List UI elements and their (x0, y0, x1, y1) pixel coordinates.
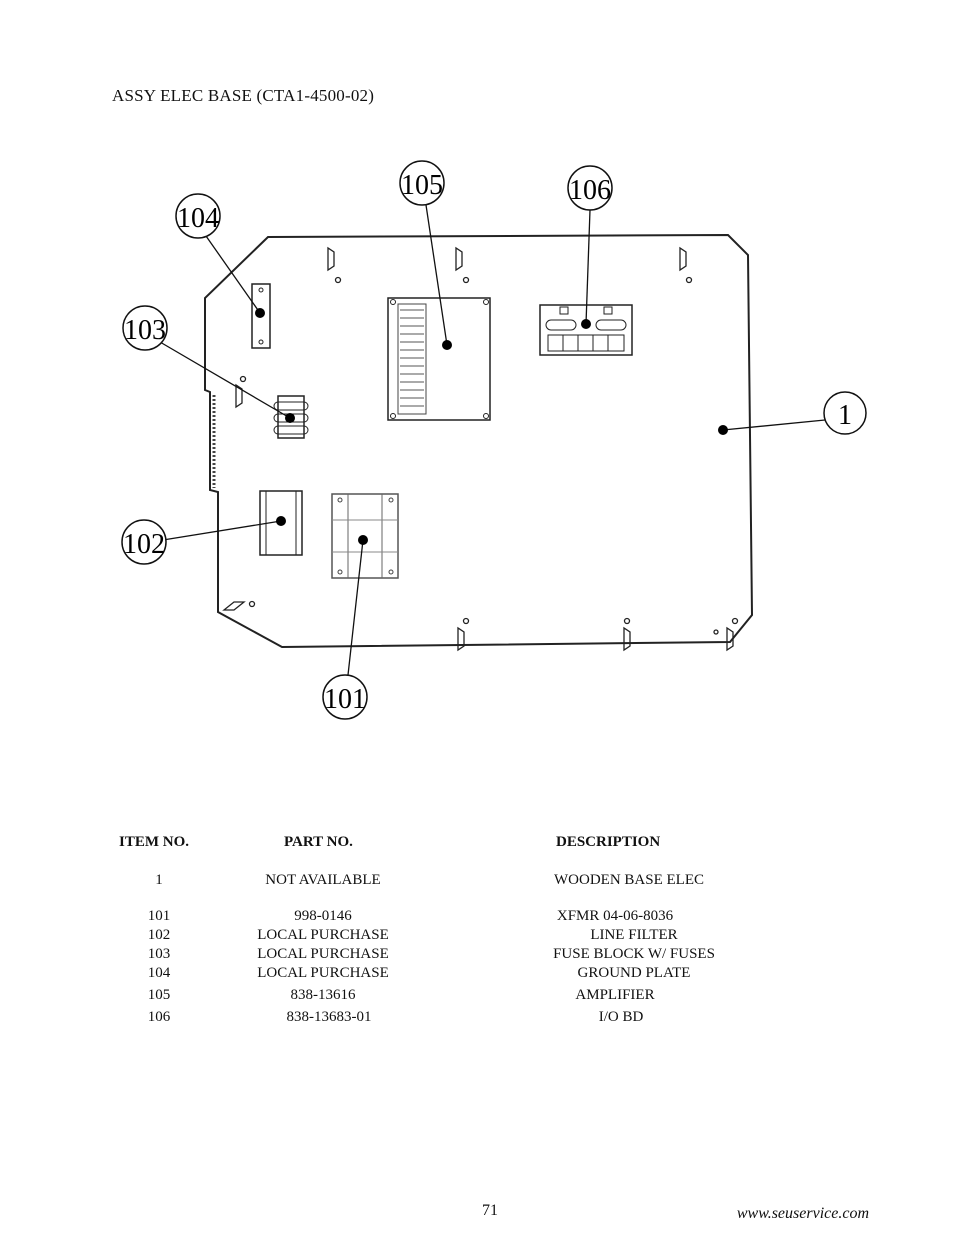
callout-dots (255, 308, 728, 545)
row-description: AMPLIFIER (575, 987, 655, 1003)
svg-text:101: 101 (324, 684, 366, 715)
row-description: LINE FILTER (590, 927, 678, 943)
row-description: FUSE BLOCK W/ FUSES (553, 946, 715, 962)
footer-website: www.seuservice.com (736, 1205, 869, 1222)
base-board-outline (204, 233, 754, 649)
header-item-no: ITEM NO. (119, 834, 190, 850)
row-part: LOCAL PURCHASE (257, 946, 389, 962)
callout-106: 106 (567, 165, 613, 211)
row-item: 1 (155, 872, 163, 888)
callout-leaders (159, 204, 826, 676)
row-part: NOT AVAILABLE (265, 872, 381, 888)
row-item: 103 (147, 946, 171, 962)
header-description: DESCRIPTION (556, 834, 661, 850)
callout-104: 104 (175, 193, 221, 239)
row-item: 102 (147, 927, 171, 943)
row-description: GROUND PLATE (577, 965, 691, 981)
row-part: LOCAL PURCHASE (257, 927, 389, 943)
row-part: 998-0146 (294, 908, 352, 924)
callout-1: 1 (823, 391, 867, 435)
row-part: 838-13616 (290, 987, 356, 1003)
callout-102: 102 (121, 519, 167, 565)
row-description: XFMR 04-06-8036 (556, 908, 674, 924)
row-part: LOCAL PURCHASE (257, 965, 389, 981)
amplifier-component (387, 297, 491, 421)
transformer-component (331, 493, 399, 579)
assembly-diagram: 104 105 106 103 1 102 101 (121, 160, 867, 720)
row-item: 105 (147, 987, 171, 1003)
svg-text:105: 105 (401, 170, 443, 201)
mounting-brackets (222, 246, 739, 652)
row-item: 106 (147, 1009, 171, 1025)
svg-text:102: 102 (123, 529, 165, 560)
ground-plate-component (251, 283, 271, 349)
row-part: 838-13683-01 (286, 1009, 372, 1025)
row-item: 101 (147, 908, 171, 924)
page-number: 71 (482, 1202, 498, 1219)
row-description: WOODEN BASE ELEC (554, 872, 704, 888)
row-item: 104 (147, 965, 171, 981)
page-title: ASSY ELEC BASE (CTA1-4500-02) (112, 86, 375, 105)
row-description: I/O BD (598, 1009, 644, 1025)
io-board-component (539, 304, 633, 356)
callout-103: 103 (122, 305, 168, 351)
svg-text:1: 1 (838, 400, 852, 431)
header-part-no: PART NO. (284, 834, 353, 850)
svg-text:106: 106 (569, 175, 611, 206)
callout-105: 105 (399, 160, 445, 206)
svg-text:103: 103 (124, 315, 166, 346)
callout-101: 101 (322, 674, 368, 720)
svg-text:104: 104 (177, 203, 219, 234)
